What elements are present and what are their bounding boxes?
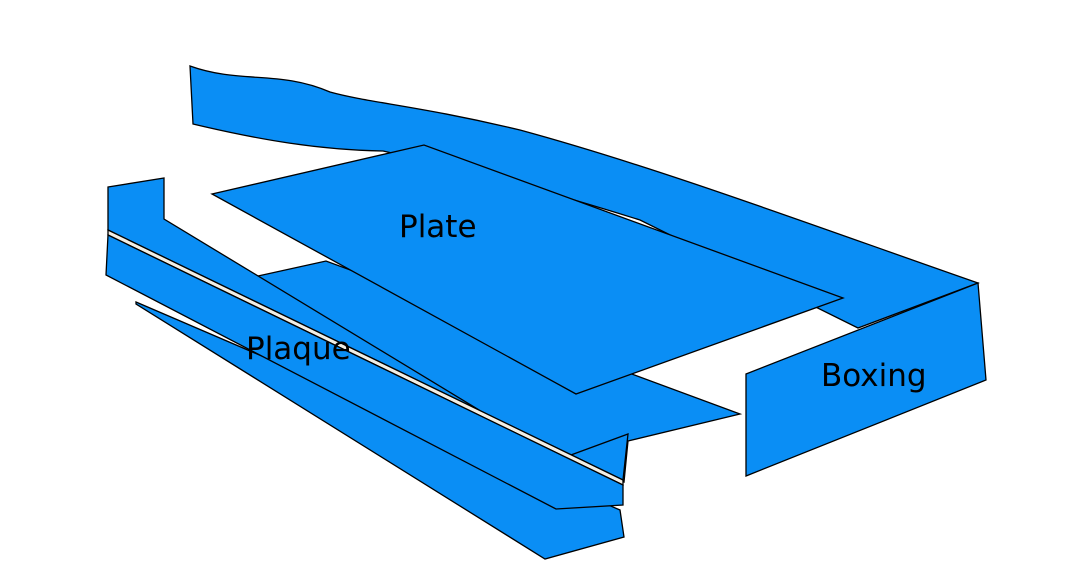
boxing-panel	[745, 282, 987, 477]
plate-label: Plate	[399, 209, 477, 245]
plaque-label: Plaque	[246, 331, 351, 367]
left-rail-lower	[105, 233, 624, 510]
plate-panel	[210, 144, 845, 395]
back-strip	[189, 65, 980, 329]
boxing-label: Boxing	[821, 358, 927, 394]
